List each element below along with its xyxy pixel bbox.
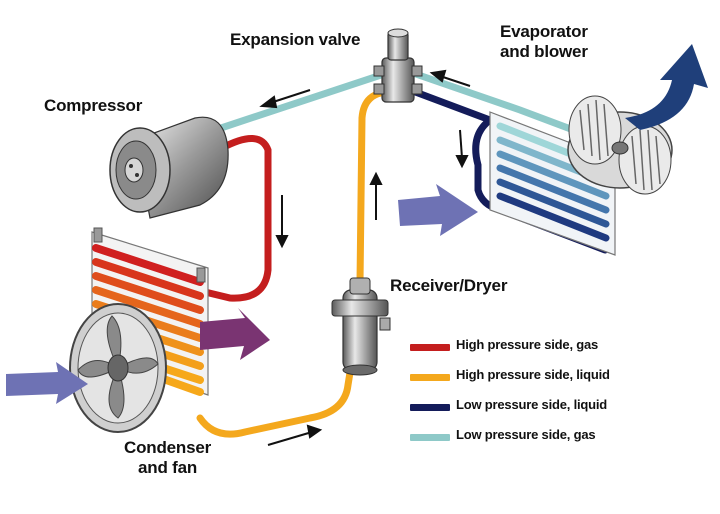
- flow-arrow-icon: [429, 69, 471, 87]
- condenser-fan: [69, 303, 167, 433]
- legend-swatch: [410, 344, 450, 351]
- flow-arrow-icon: [275, 195, 289, 249]
- evaporator-label-line2: and blower: [500, 42, 588, 61]
- legend-swatch: [410, 404, 450, 411]
- flow-arrow-icon: [455, 129, 469, 169]
- legend-swatch: [410, 434, 450, 441]
- discharge-line: [201, 135, 272, 302]
- receiver-dryer-label: Receiver/Dryer: [390, 276, 508, 295]
- suction-line: [211, 68, 394, 134]
- legend-item: High pressure side, liquid: [410, 366, 710, 396]
- legend-item: High pressure side, gas: [410, 336, 710, 366]
- evaporator-label: Evaporator and blower: [500, 22, 588, 62]
- expansion-valve: [373, 28, 423, 103]
- cold-air-out-arrow-icon: [625, 44, 708, 130]
- expansion-valve-label: Expansion valve: [230, 30, 361, 49]
- compressor-label: Compressor: [44, 96, 143, 115]
- flow-arrow-icon: [267, 424, 323, 446]
- condenser-label-line2: and fan: [138, 458, 198, 477]
- hot-air-arrow-icon: [200, 308, 270, 360]
- legend-label: Low pressure side, liquid: [456, 397, 608, 412]
- legend: High pressure side, gas High pressure si…: [410, 336, 710, 456]
- compressor: [109, 116, 229, 219]
- flow-arrow-icon: [369, 171, 383, 220]
- receiver-dryer: [331, 277, 391, 376]
- legend-label: Low pressure side, gas: [456, 427, 596, 442]
- air-in-arrow-icon: [6, 362, 88, 404]
- legend-label: High pressure side, gas: [456, 337, 599, 352]
- evaporator-label-line1: Evaporator: [500, 22, 588, 41]
- legend-item: Low pressure side, gas: [410, 426, 710, 456]
- flow-arrow-icon: [259, 89, 311, 109]
- legend-label: High pressure side, liquid: [456, 367, 610, 382]
- legend-item: Low pressure side, liquid: [410, 396, 710, 426]
- condenser-label: Condenser and fan: [124, 438, 211, 478]
- liquid-line: [196, 356, 356, 438]
- legend-swatch: [410, 374, 450, 381]
- evaporator-air-in-arrow-icon: [398, 184, 478, 236]
- condenser-label-line1: Condenser: [124, 438, 211, 457]
